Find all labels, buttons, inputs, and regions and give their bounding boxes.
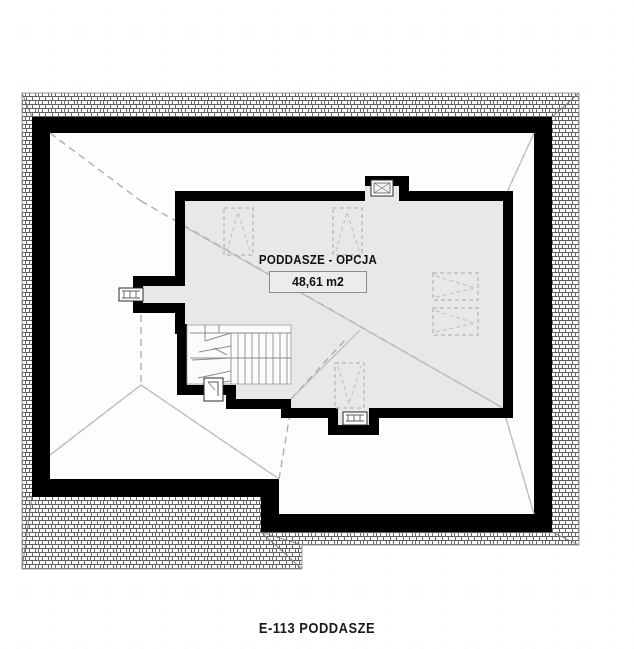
dormer-left	[118, 287, 144, 302]
room-ridge-solid	[149, 206, 503, 409]
band-mitre-lines	[21, 92, 580, 570]
drawing-caption: E-113 PODDASZE	[258, 620, 376, 637]
skylight-top-left	[223, 207, 254, 256]
attic-room-walls	[131, 176, 513, 435]
roof-window-right-lower	[432, 307, 479, 336]
staircase	[186, 324, 292, 385]
roof-hip-solid-lines	[49, 132, 535, 515]
skylight-bottom	[334, 362, 365, 409]
stair-direction-arrow	[213, 347, 228, 356]
dormer-top	[370, 179, 394, 197]
dormer-bottom	[342, 411, 368, 426]
roof-window-right-upper	[432, 272, 479, 301]
door-marker	[203, 377, 224, 402]
skylight-top-right	[332, 207, 363, 256]
outer-roof-wall	[32, 117, 552, 532]
